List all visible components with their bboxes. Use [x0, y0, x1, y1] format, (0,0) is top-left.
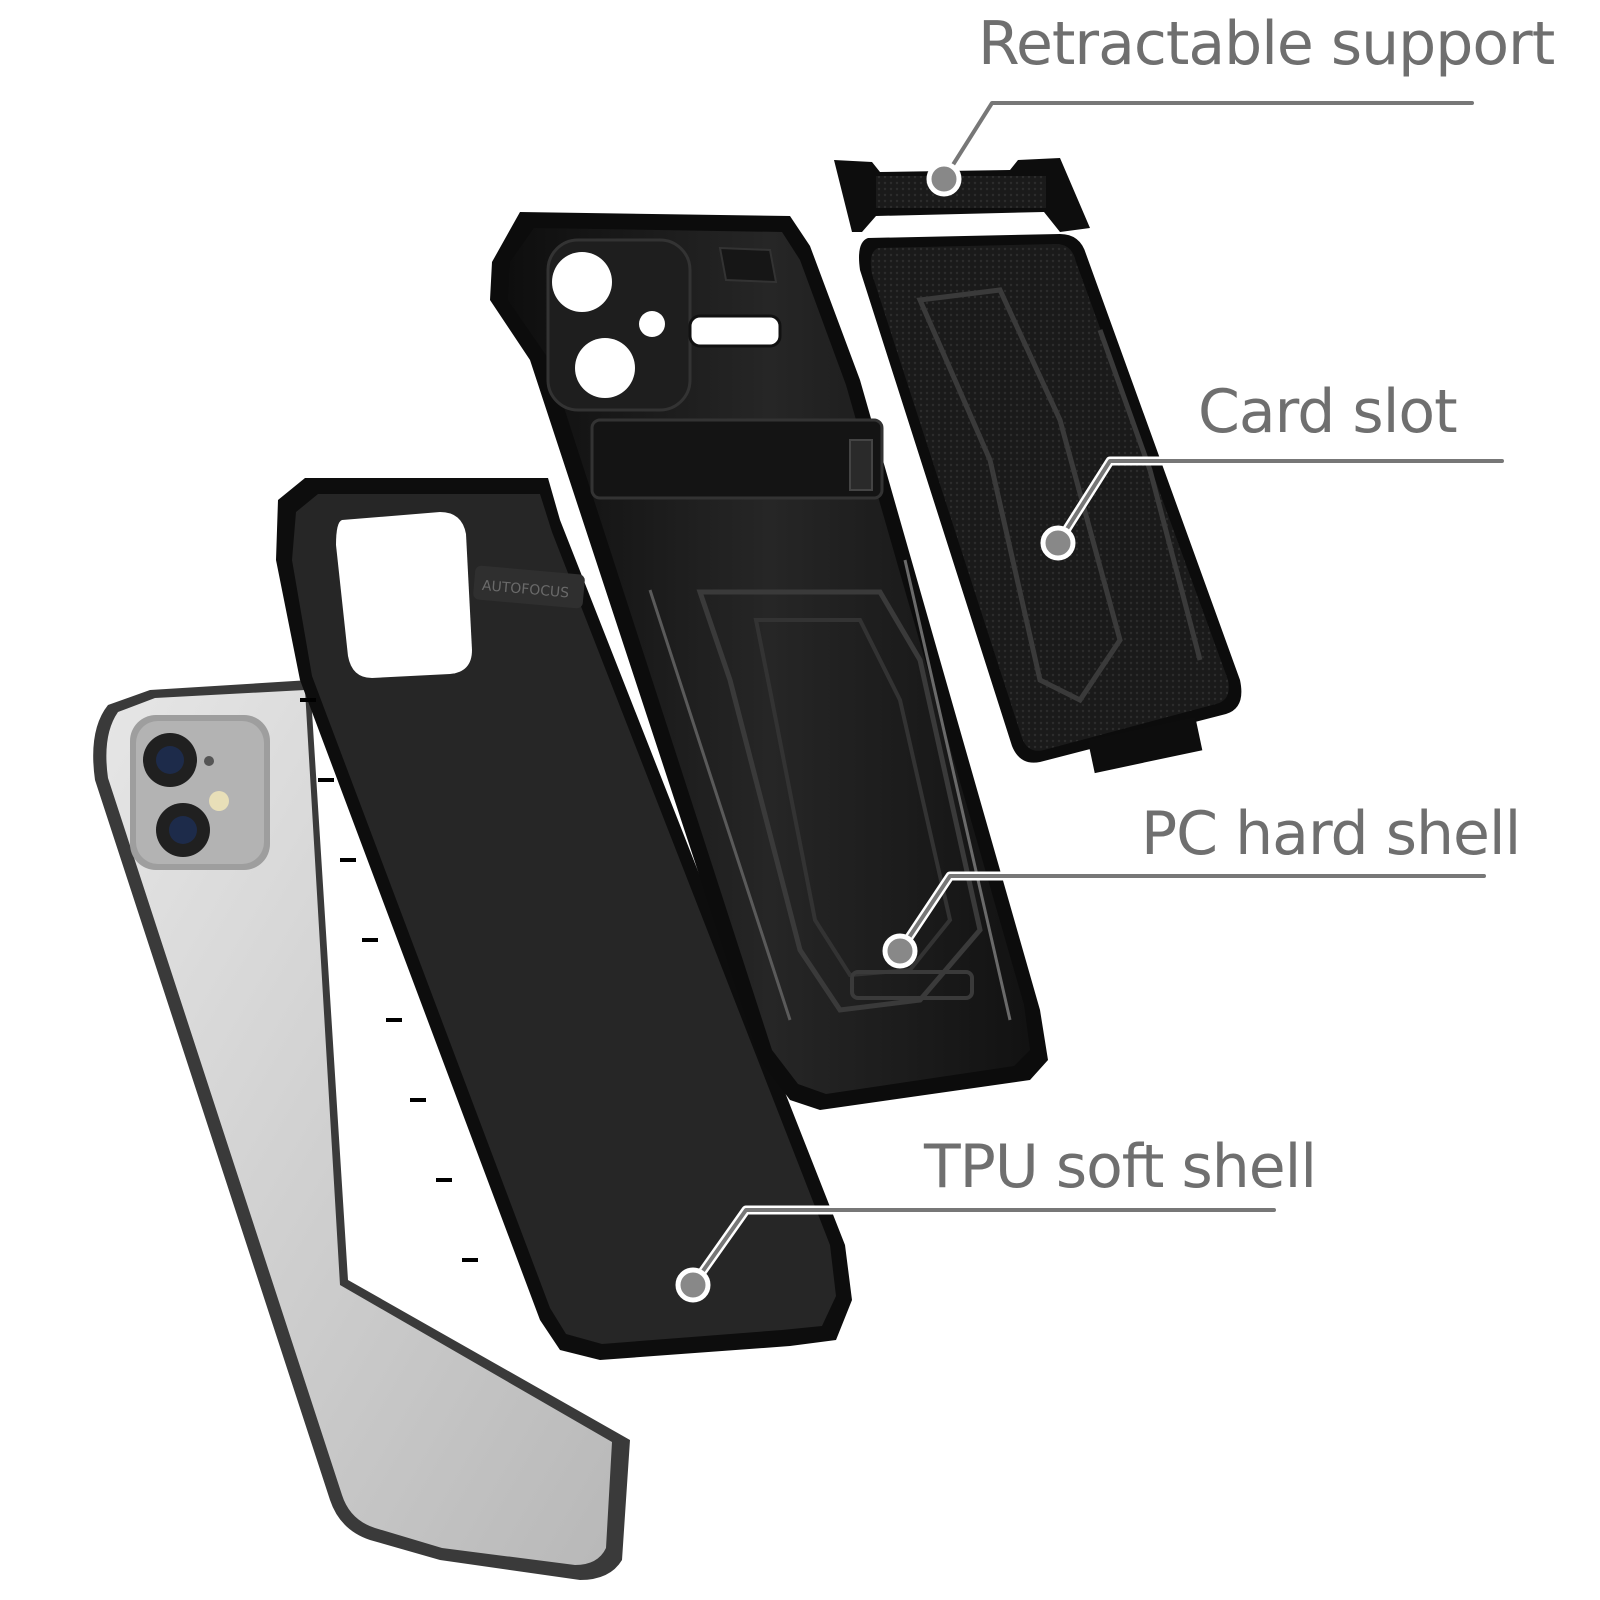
phone-body	[93, 680, 631, 1580]
card-slot-cover	[859, 234, 1242, 774]
leader-pc-hard-shell	[882, 871, 1489, 969]
retractable-support-piece	[834, 158, 1090, 232]
label-card-slot: Card slot	[1198, 377, 1458, 447]
pc-camera-window	[546, 238, 692, 412]
leader-tpu-soft-shell	[675, 1205, 1279, 1303]
callout-leaders	[675, 98, 1507, 1303]
phone-camera-module	[130, 715, 270, 870]
leader-card-slot	[1040, 456, 1507, 561]
label-retractable-support: Retractable support	[978, 9, 1555, 79]
autofocus-emboss-text: AUTOFOCUS	[481, 578, 570, 602]
label-pc-hard-shell: PC hard shell	[1141, 799, 1521, 869]
label-tpu-soft-shell: TPU soft shell	[924, 1132, 1317, 1202]
tpu-camera-cutout	[336, 512, 472, 678]
tpu-soft-shell: AUTOFOCUS	[276, 478, 852, 1360]
dot-retractable-support	[926, 161, 962, 197]
dot-tpu-soft-shell	[675, 1267, 711, 1303]
dot-card-slot	[1040, 525, 1076, 561]
dot-pc-hard-shell	[882, 933, 918, 969]
leader-retractable-support	[926, 98, 1477, 197]
pc-hard-shell	[490, 212, 1048, 1110]
